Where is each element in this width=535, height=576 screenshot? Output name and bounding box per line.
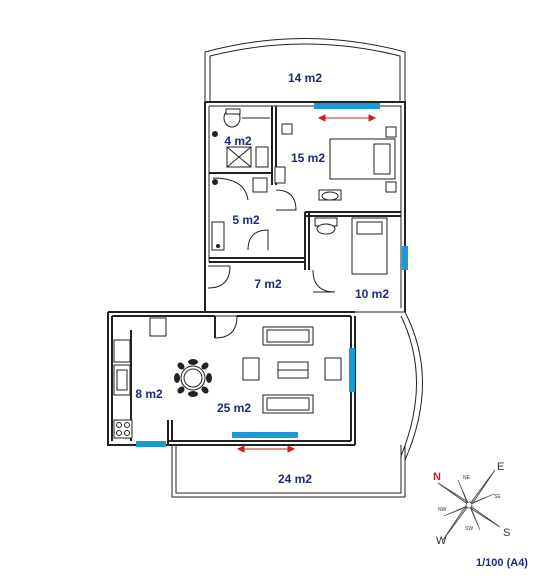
bedroom-second-furniture — [314, 217, 388, 275]
windows — [136, 103, 408, 447]
label-bath-1: 4 m2 — [224, 134, 252, 148]
south-terrace — [171, 311, 423, 498]
room-labels: 14 m2 15 m2 4 m2 5 m2 7 m2 10 m2 8 m2 25… — [135, 71, 389, 486]
label-terrace-north: 14 m2 — [288, 71, 322, 85]
compass-sw: SW — [465, 526, 473, 532]
window-living-south — [232, 432, 298, 438]
compass-e: E — [497, 461, 504, 473]
window-kitchen — [136, 441, 166, 447]
label-bath-2: 5 m2 — [232, 213, 260, 227]
sliding-arrows — [236, 114, 377, 453]
kitchen-fixtures — [113, 317, 167, 439]
walls — [107, 101, 406, 446]
label-kitchen: 8 m2 — [135, 387, 163, 401]
compass-s: S — [503, 527, 510, 539]
living-furniture — [174, 326, 342, 414]
bath-2-fixtures — [211, 177, 269, 251]
compass-se: SE — [494, 494, 501, 500]
compass-w: W — [436, 535, 447, 547]
doors — [207, 189, 336, 339]
north-terrace — [204, 38, 406, 102]
label-terrace-south: 24 m2 — [278, 472, 312, 486]
scale-label: 1/100 (A4) — [476, 557, 528, 569]
bath-1-fixtures — [212, 108, 270, 168]
label-living: 25 m2 — [217, 401, 251, 415]
label-bedroom-main: 15 m2 — [291, 151, 325, 165]
label-hall: 7 m2 — [254, 277, 282, 291]
window-living-east — [349, 348, 355, 392]
compass-rose: N E S W NE NW SE SW — [433, 461, 510, 547]
label-bedroom-second: 10 m2 — [355, 287, 389, 301]
compass-ne: NE — [463, 475, 471, 481]
compass-nw: NW — [438, 507, 447, 513]
window-bedroom-second — [402, 246, 408, 270]
compass-n: N — [433, 471, 441, 483]
bedroom-main-furniture — [274, 123, 397, 201]
window-north — [314, 103, 380, 109]
